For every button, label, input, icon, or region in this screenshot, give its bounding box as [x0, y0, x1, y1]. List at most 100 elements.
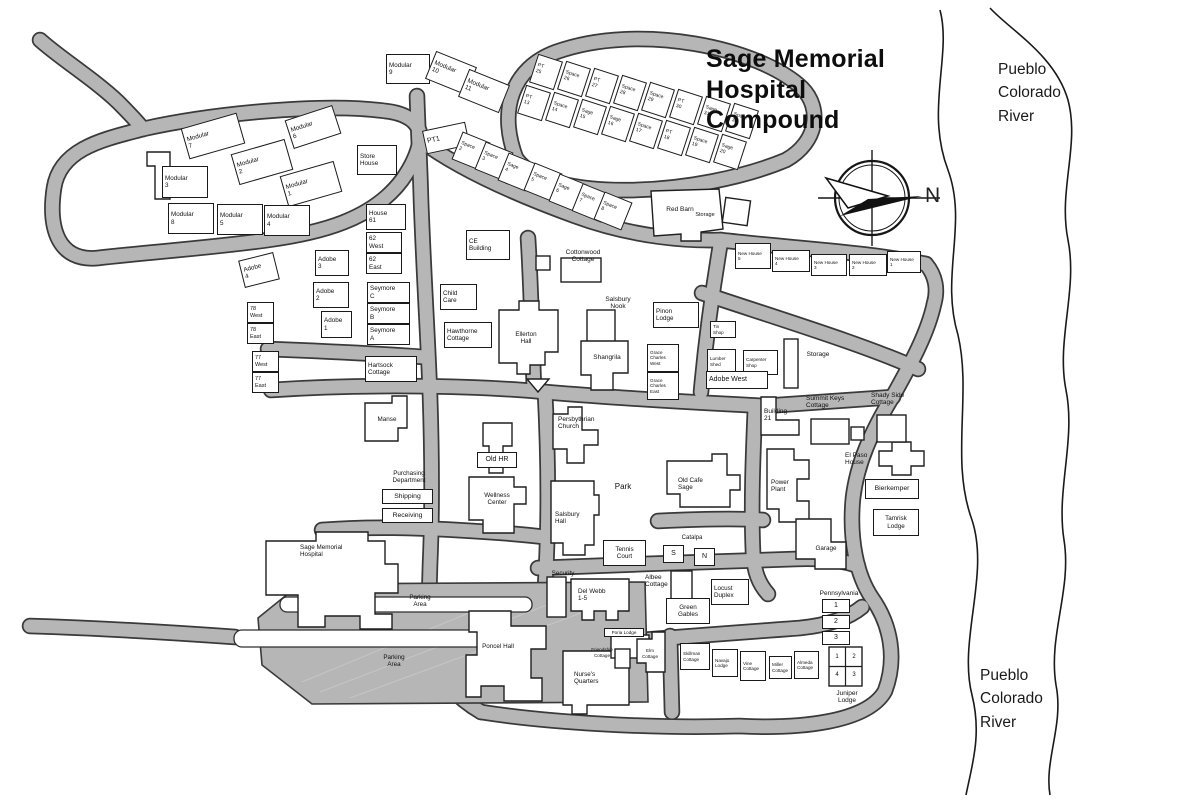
- river: [937, 7, 1073, 796]
- label-salsbury-nook: Salsbury Nook: [605, 295, 631, 310]
- label-77-east: 77 East: [252, 372, 279, 393]
- label-modular-6: Modular 6: [284, 105, 342, 149]
- label-catalpa-n: N: [694, 548, 715, 566]
- label-sage-memorial-hospital: Sage Memorial Hospital: [300, 543, 343, 558]
- label-adobe-1: Adobe 1: [321, 311, 352, 338]
- label-poria-lodge: Poria Lodge: [604, 628, 644, 637]
- shangrila-building: [580, 340, 629, 391]
- ellerton-hall-building: [498, 300, 559, 375]
- shady-side-building: [876, 414, 907, 443]
- del-webb-building: [570, 578, 630, 621]
- river-label-bottom: Pueblo Colorado River: [980, 667, 1043, 731]
- label-old-cafe-sage: Old Cafe Sage: [678, 476, 703, 491]
- label-wellness-center: Wellness Center: [484, 491, 510, 506]
- label-adobe-2: Adobe 2: [313, 282, 349, 308]
- label-salsbury-hall: Salsbury Hall: [555, 510, 580, 525]
- river-bank-right: [989, 7, 1073, 796]
- label-hawthorne-cottage: Hawthorne Cottage: [444, 322, 492, 348]
- label-cottonwood-cottage: Cottonwood Cottage: [565, 248, 601, 263]
- label-building-21: Building 21: [764, 407, 788, 422]
- label-tamrisk-lodge: Tamrisk Lodge: [873, 509, 919, 536]
- river-label-top: Pueblo Colorado River: [998, 61, 1061, 125]
- compass-north-label: N: [925, 184, 941, 207]
- label-77-west: 77 West: [252, 351, 279, 372]
- manse-building: [364, 395, 408, 442]
- label-storage-top: Storage: [695, 211, 715, 218]
- red-barn-building: [650, 188, 724, 242]
- label-green-gables: Green Gables: [666, 598, 710, 624]
- poncel-hall-building: [465, 610, 547, 702]
- wellness-center-building: [468, 476, 527, 534]
- label-del-webb: Del Webb 1-5: [578, 587, 606, 602]
- label-sage-20: Sage 20: [713, 133, 747, 171]
- label-adobe-3: Adobe 3: [315, 250, 349, 276]
- label-62-west: 62 West: [366, 232, 402, 253]
- label-almeda-cottage: Almeda Cottage: [794, 651, 819, 679]
- label-store-house: Store House: [357, 145, 397, 175]
- label-poncel-hall: Poncel Hall: [482, 642, 514, 650]
- label-shipping: Shipping: [382, 489, 433, 504]
- label-nurses-quarters: Nurse's Quarters: [574, 670, 599, 685]
- nurses-quarters-building: [562, 650, 630, 715]
- label-old-hr: Old HR: [477, 452, 517, 468]
- label-red-barn: Red Barn: [666, 206, 694, 214]
- storage-mid-building: [783, 338, 799, 389]
- label-grace-charles-east: Grace Charles East: [647, 372, 679, 400]
- label-garage: Garage: [815, 544, 837, 552]
- label-adobe-west: Adobe West: [706, 371, 768, 389]
- label-seymore-a: Seymore A: [367, 324, 410, 345]
- cottonwood-shed: [535, 255, 551, 271]
- label-tin-shop: Tin Shop: [710, 321, 736, 338]
- salsbury-hall-building: [550, 480, 600, 556]
- label-receiving: Receiving: [382, 508, 433, 523]
- power-plant-building: [766, 448, 810, 523]
- summit-keys-shed: [850, 426, 865, 441]
- label-friendship-cottage: Friendship Cottage: [591, 647, 613, 658]
- label-grace-charles-west: Grace Charles West: [647, 344, 679, 372]
- cottonwood-building: [560, 257, 602, 283]
- compass-needle: [840, 196, 922, 216]
- label-62-east: 62 East: [366, 253, 402, 274]
- label-juniper-lodge: Juniper Lodge: [836, 689, 858, 704]
- label-adobe-4: Adobe 4: [238, 252, 280, 288]
- label-78-east: 78 East: [247, 323, 274, 344]
- label-shangrila: Shangrila: [593, 354, 621, 362]
- label-hartsock-cottage: Hartsock Cottage: [365, 356, 417, 382]
- label-modular-8: Modular 8: [168, 203, 214, 234]
- label-modular-5: Modular 5: [217, 204, 263, 235]
- label-new-house-4: New House 4: [772, 250, 810, 272]
- label-persbythrian-church: Persbythrian Church: [558, 415, 595, 430]
- elm-cottage-building: [636, 631, 666, 673]
- label-new-house-1: New House 1: [887, 251, 921, 273]
- label-locust-duplex: Locust Duplex: [711, 579, 749, 605]
- label-storage-mid: Storage: [806, 350, 830, 358]
- label-catalpa-s: S: [663, 545, 684, 563]
- river-bank-left: [937, 9, 979, 796]
- label-shady-side-cottage: Shady Side Cottage: [871, 391, 905, 406]
- label-78-west: 78 West: [247, 302, 274, 323]
- label-security: Security: [551, 570, 575, 578]
- label-juniper-q2: 2: [852, 653, 856, 660]
- old-cafe-sage-building: [666, 453, 741, 508]
- label-purchasing-department: Purchasing Department: [392, 469, 426, 484]
- label-seymore-b: Seymore B: [367, 303, 410, 324]
- building-footprints: [146, 151, 925, 715]
- label-pennsylvania-1: 1: [822, 599, 850, 613]
- label-modular-11: Modular 11: [457, 68, 511, 114]
- label-juniper-q4: 4: [835, 671, 839, 678]
- label-pinon-lodge: Pinon Lodge: [653, 302, 699, 328]
- juniper-lodge-cross: [829, 647, 862, 686]
- label-skillman-cottage: Skillman Cottage: [680, 643, 710, 670]
- label-pennsylvania: Pennsylvania: [819, 589, 859, 597]
- label-el-paso-house: El Paso House: [845, 451, 868, 466]
- label-bierkemper: Bierkemper: [865, 479, 919, 499]
- label-power-plant: Power Plant: [771, 478, 789, 493]
- label-parking-area-lower: Parking Area: [383, 653, 405, 668]
- map-title: Sage Memorial Hospital Compound: [706, 45, 886, 134]
- label-child-care: Child Care: [440, 284, 477, 310]
- label-modular-3: Modular 3: [162, 166, 208, 198]
- label-house-61: House 61: [366, 204, 406, 230]
- label-summit-keys-cottage: Summit Keys Cottage: [806, 394, 845, 409]
